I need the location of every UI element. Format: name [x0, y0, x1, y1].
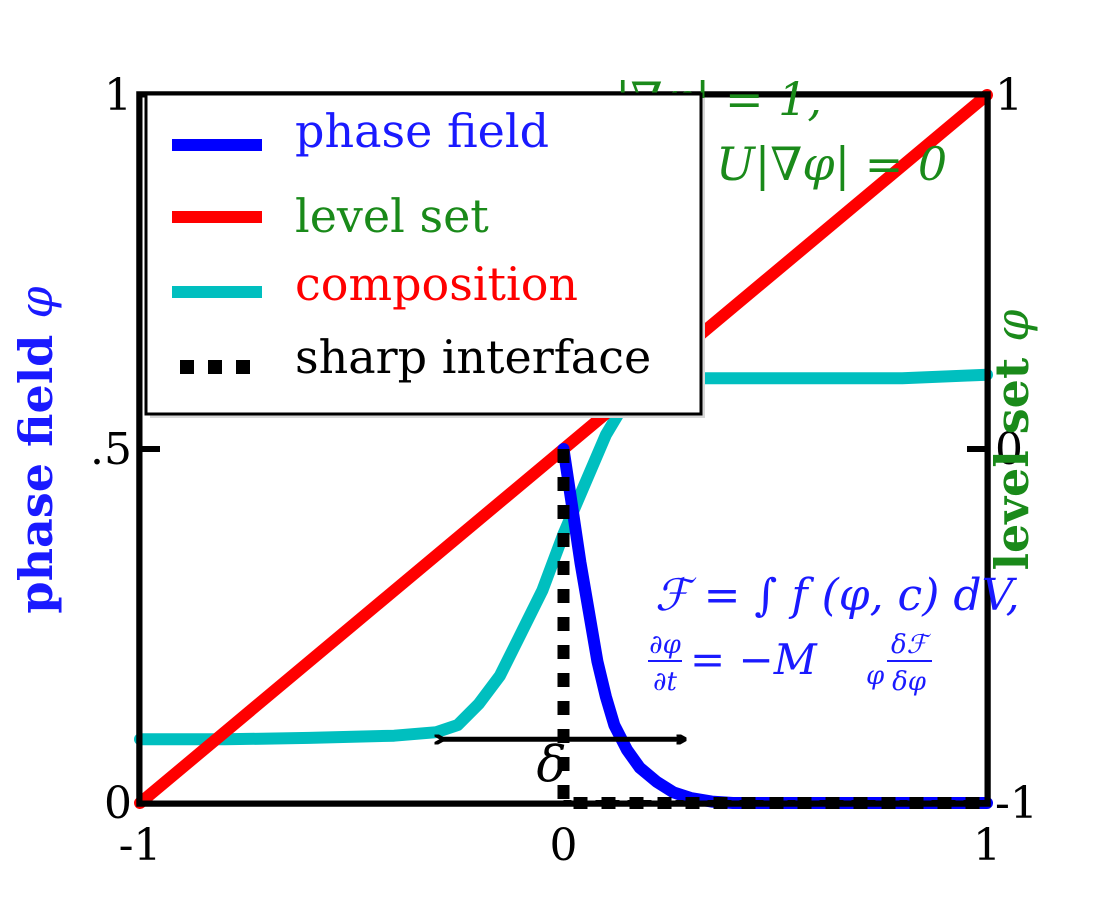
y-right-tick-label: 1: [995, 70, 1023, 121]
series-phase-field: [557, 443, 993, 809]
y-left-tick-label: 0: [104, 778, 132, 829]
legend-label-sharp-interface: sharp interface: [295, 330, 651, 384]
series-sharp-interface: [557, 449, 987, 809]
y-axis-right-label-symbol: φ: [985, 309, 1039, 342]
x-tick-label: 0: [550, 820, 578, 871]
y-left-tick-label: .5: [90, 424, 132, 475]
phase-field-lhs-num: ∂φ: [649, 630, 681, 660]
x-tick-label: -1: [119, 820, 162, 871]
legend-label-phase-field: phase field: [295, 104, 549, 158]
phase-field-frac-den: δφ: [892, 667, 927, 697]
plot-frame-outline: [136, 91, 991, 807]
svg-text:level set φ: level set φ: [985, 309, 1039, 571]
svg-text:phase field φ: phase field φ: [9, 286, 63, 614]
phase-field-lhs-den: ∂t: [653, 667, 677, 697]
legend-label-composition: composition: [295, 257, 578, 311]
y-axis-left-label-symbol: φ: [9, 286, 63, 319]
delta-label: δ: [536, 735, 566, 793]
y-axis-right-label: level set φ: [985, 309, 1039, 571]
delta-annotation: δ: [442, 735, 684, 793]
y-right-tick-label: -1: [995, 778, 1038, 829]
y-axis-right-label-text: level set: [985, 357, 1039, 570]
phase-field-eq-line1: ℱ = ∫ f (φ, c) dV,: [655, 570, 1020, 621]
phase-field-frac-num: δℱ: [891, 630, 932, 660]
y-axis-left-label: phase field φ: [9, 286, 63, 614]
x-tick-label: 1: [973, 820, 1001, 871]
y-left-tick-label: 1: [104, 70, 132, 121]
legend: phase field level set composition sharp …: [144, 92, 705, 418]
y-right-tick-label: 0: [995, 424, 1023, 475]
level-set-eq-line2: U|∇φ| = 0: [716, 137, 947, 191]
phase-field-equation: ℱ = ∫ f (φ, c) dV, ∂φ ∂t = −M φ δℱ δφ: [648, 570, 1020, 697]
phase-field-eq-rhs: = −M: [690, 635, 818, 684]
phase-field-eq-sub: φ: [866, 661, 885, 691]
y-axis-left-label-text: phase field: [9, 335, 63, 614]
legend-label-level-set: level set: [295, 189, 489, 243]
